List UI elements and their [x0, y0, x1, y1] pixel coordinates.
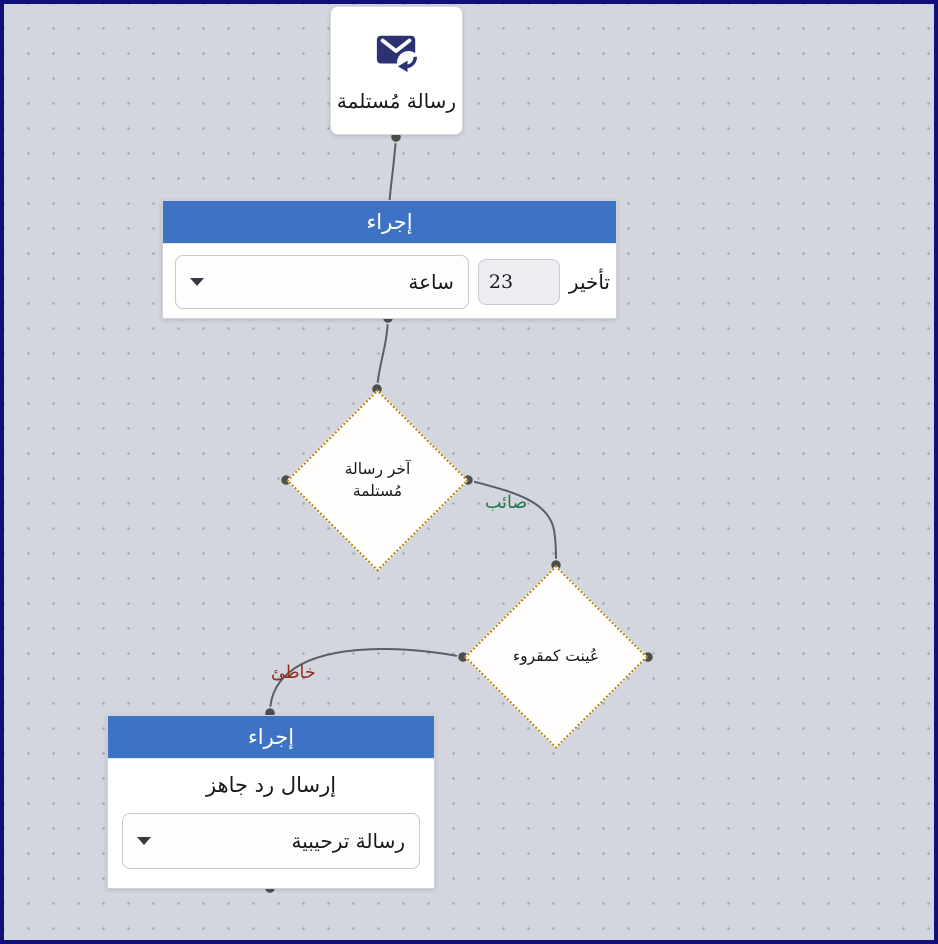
- trigger-node-message-received[interactable]: رسالة مُستلمة: [330, 6, 463, 135]
- action-header: إجراء: [108, 716, 434, 759]
- connector-trigger-to-delay: [388, 136, 397, 208]
- delay-value-input[interactable]: [477, 259, 560, 305]
- action-node-send-reply[interactable]: إجراء إرسال رد جاهز رسالة ترحيبية: [107, 715, 435, 889]
- delay-unit-select[interactable]: ساعة: [175, 255, 469, 309]
- decision-node-last-message[interactable]: آخر رسالة مُستلمة: [286, 389, 469, 572]
- decision-node-marked-read[interactable]: عُينت كمقروء: [464, 565, 648, 749]
- reply-template-select[interactable]: رسالة ترحيبية: [122, 813, 420, 869]
- action-header: إجراء: [163, 201, 616, 244]
- edge-label-false: خاطئ: [271, 663, 316, 683]
- action-node-delay[interactable]: إجراء تأخير ساعة: [162, 200, 617, 319]
- diamond-shape: [286, 389, 469, 572]
- chevron-down-icon: [137, 837, 151, 845]
- diamond-shape: [464, 565, 648, 749]
- edge-label-true: صائب: [485, 493, 528, 513]
- reply-template-value: رسالة ترحيبية: [291, 829, 405, 853]
- chevron-down-icon: [190, 278, 204, 286]
- connector-delay-to-decision1: [376, 317, 389, 390]
- reply-body-text: إرسال رد جاهز: [205, 773, 337, 797]
- mail-received-icon: [374, 29, 420, 79]
- delay-unit-value: ساعة: [408, 270, 454, 294]
- delay-field-label: تأخير: [568, 270, 610, 294]
- trigger-label: رسالة مُستلمة: [336, 88, 457, 113]
